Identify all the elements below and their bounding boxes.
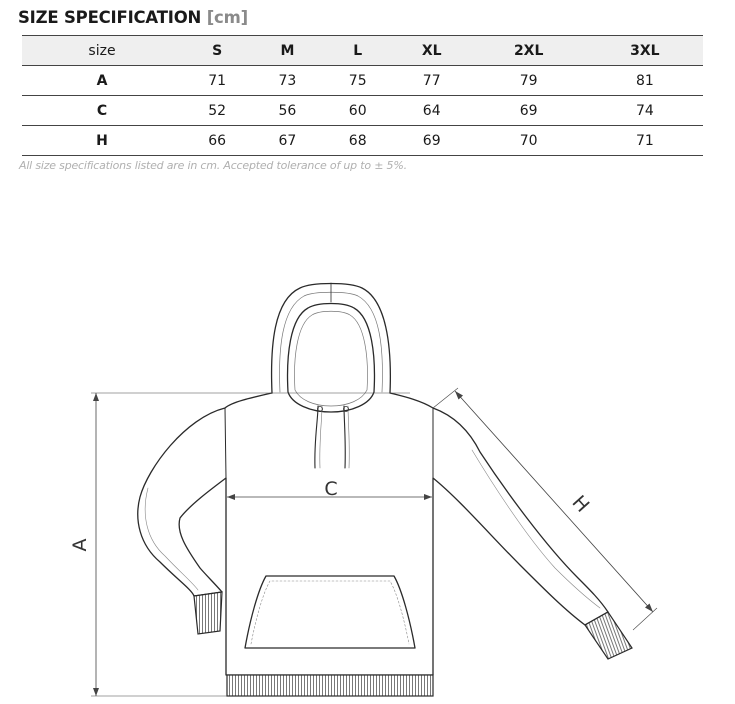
dimension-c-arrow-right	[424, 494, 432, 500]
left-sleeve-inner-line	[144, 487, 199, 591]
column-header: size	[22, 35, 182, 66]
dimension-c-label: C	[324, 478, 337, 500]
table-cell: 71	[586, 125, 703, 156]
left-drawstring	[314, 405, 319, 469]
table-cell: 77	[392, 65, 471, 96]
dimension-h-bottom-extension	[632, 607, 658, 631]
table-cell: 75	[322, 65, 393, 96]
row-label: H	[22, 125, 182, 156]
table-cell: 74	[586, 95, 703, 126]
table-cell: 68	[322, 125, 393, 156]
table-cell: 81	[586, 65, 703, 96]
tolerance-note: All size specifications listed are in cm…	[19, 159, 407, 172]
left-drawstring-inner	[319, 405, 323, 469]
table-cell: 67	[252, 125, 323, 156]
column-header: M	[252, 35, 323, 66]
title-unit: [cm]	[206, 8, 248, 27]
right-sleeve-inner-line	[471, 449, 601, 609]
dimension-a-label: A	[69, 539, 91, 552]
column-header: S	[182, 35, 253, 66]
dimension-c-arrow-left	[227, 494, 235, 500]
right-drawstring	[343, 405, 346, 469]
table-row: C 52 56 60 64 69 74	[22, 95, 703, 126]
table-row: H 66 67 68 69 70 71	[22, 125, 703, 156]
kangaroo-pocket	[244, 575, 416, 649]
page-title: SIZE SPECIFICATION [cm]	[18, 8, 248, 27]
table-cell: 70	[470, 125, 587, 156]
right-drawstring-inner	[347, 405, 350, 469]
dimension-h-top-extension	[432, 387, 459, 409]
table-cell: 69	[470, 95, 587, 126]
table-cell: 66	[182, 125, 253, 156]
left-eyelet	[317, 406, 323, 412]
table-header-row: size S M L XL 2XL 3XL	[22, 35, 703, 66]
hood-opening	[286, 302, 376, 413]
row-label: A	[22, 65, 182, 96]
left-armhole-seam	[224, 407, 227, 479]
dimension-a-arrow-bottom	[93, 688, 99, 696]
table-cell: 73	[252, 65, 323, 96]
dimension-h-label: H	[568, 491, 594, 516]
table-cell: 52	[182, 95, 253, 126]
table-cell: 56	[252, 95, 323, 126]
column-header: 3XL	[586, 35, 703, 66]
right-cuff	[584, 611, 633, 660]
column-header: 2XL	[470, 35, 587, 66]
dimension-a-arrow-top	[93, 393, 99, 401]
table-cell: 64	[392, 95, 471, 126]
left-cuff	[193, 591, 223, 635]
dimension-h-line	[454, 390, 654, 613]
table-cell: 60	[322, 95, 393, 126]
hood-outline	[270, 282, 391, 394]
column-header: L	[322, 35, 393, 66]
hood-inner-line	[279, 291, 383, 393]
size-table: size S M L XL 2XL 3XL A 71 73 75 77 79 8…	[22, 35, 703, 156]
right-eyelet	[343, 406, 349, 412]
waistband	[226, 674, 434, 697]
dimension-h-arrow-bottom	[645, 603, 653, 612]
table-cell: 79	[470, 65, 587, 96]
hood-opening-inner	[294, 310, 368, 407]
table-cell: 71	[182, 65, 253, 96]
title-text: SIZE SPECIFICATION	[18, 8, 202, 27]
pocket-stitch	[250, 580, 410, 645]
column-header: XL	[392, 35, 471, 66]
table-row: A 71 73 75 77 79 81	[22, 65, 703, 96]
dimension-h-arrow-top	[455, 391, 463, 400]
row-label: C	[22, 95, 182, 126]
table-cell: 69	[392, 125, 471, 156]
